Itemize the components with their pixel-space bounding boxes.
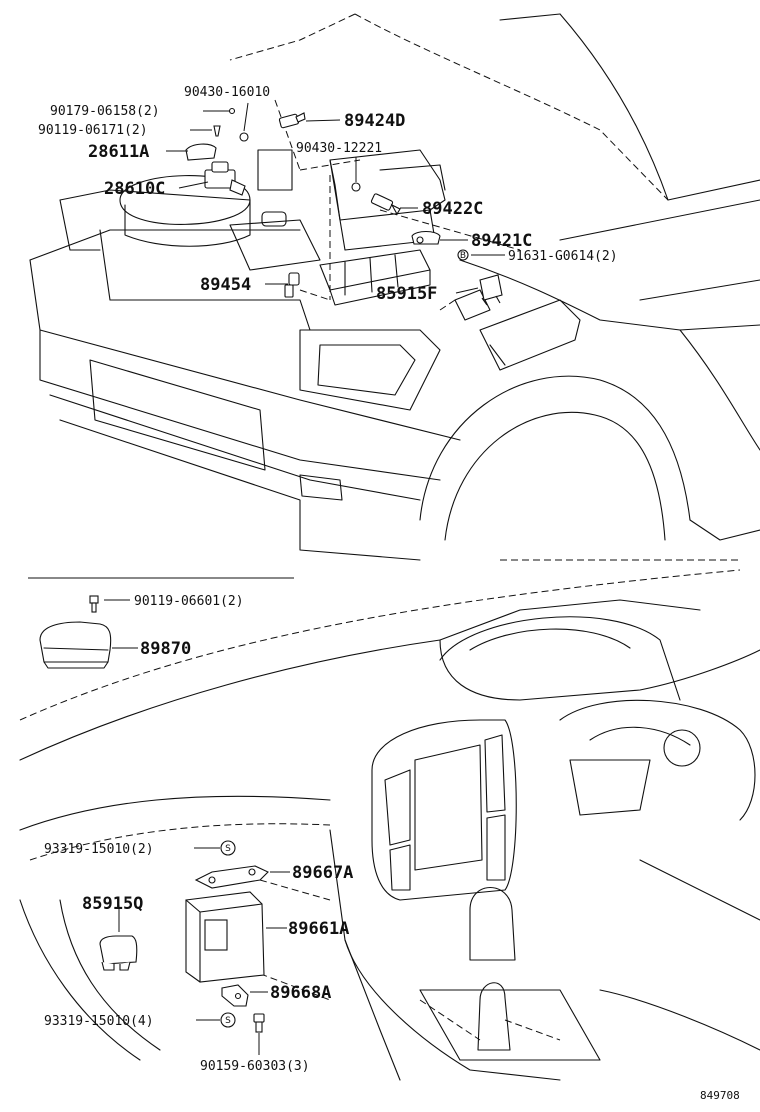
engine-bay-parts	[185, 107, 503, 306]
callout-90430-16010[interactable]: 90430-16010	[184, 85, 270, 100]
callout-89661a[interactable]: 89661A	[288, 919, 349, 939]
part-28611a-cover[interactable]	[185, 143, 217, 161]
part-93319-15010-lower-screw[interactable]	[220, 1012, 236, 1028]
callout-90179-06158[interactable]: 90179-06158(2)	[50, 104, 160, 119]
part-85915q-relay[interactable]	[99, 935, 138, 971]
callout-89454[interactable]: 89454	[200, 275, 251, 295]
callout-90119-06601[interactable]: 90119-06601(2)	[134, 594, 244, 609]
part-91631-g0614-clip[interactable]	[457, 249, 469, 261]
part-89667a-bracket[interactable]	[194, 865, 269, 889]
part-85915f-relay[interactable]	[479, 274, 503, 306]
dashboard-parts	[99, 840, 269, 1033]
callout-91631-g0614[interactable]: 91631-G0614(2)	[508, 249, 618, 264]
part-90119-06601-bolt[interactable]	[89, 595, 99, 613]
part-90430-16010-gasket[interactable]	[239, 132, 249, 142]
part-90119-06171-bolt[interactable]	[213, 125, 221, 137]
callout-90430-12221[interactable]: 90430-12221	[296, 141, 382, 156]
part-89424d-sensor[interactable]	[278, 112, 306, 129]
part-89661a-ecu[interactable]	[185, 891, 265, 983]
engine-bay-callouts: 90430-16010 90179-06158(2) 90119-06171(2…	[38, 85, 618, 304]
callout-89870[interactable]: 89870	[140, 639, 191, 659]
callout-89668a[interactable]: 89668A	[270, 983, 331, 1003]
callout-90119-06171[interactable]: 90119-06171(2)	[38, 123, 148, 138]
callout-85915f[interactable]: 85915F	[376, 284, 437, 304]
callout-28610c[interactable]: 28610C	[104, 179, 165, 199]
callout-85915q[interactable]: 85915Q	[82, 894, 143, 914]
part-89870-module[interactable]	[39, 621, 112, 669]
dashboard-callouts: 93319-15010(2) 89667A 85915Q 89661A 8966…	[44, 842, 353, 1074]
part-90159-60303-bolt[interactable]	[253, 1013, 265, 1033]
callout-89667a[interactable]: 89667A	[292, 863, 353, 883]
part-90179-06158-nut[interactable]	[228, 107, 236, 115]
dashboard-illustration	[19, 559, 760, 1081]
part-93319-15010-upper-screw[interactable]	[220, 840, 236, 856]
part-90430-12221-gasket[interactable]	[351, 182, 361, 192]
symbol-s-label-lower: S	[225, 1016, 231, 1026]
callout-93319-15010-4[interactable]: 93319-15010(4)	[44, 1014, 154, 1029]
illustration-reference-number: 849708	[700, 1089, 740, 1102]
part-89421c-sensor[interactable]	[411, 230, 441, 245]
callout-28611a[interactable]: 28611A	[88, 142, 149, 162]
callout-89424d[interactable]: 89424D	[344, 111, 405, 131]
part-89668a-bracket[interactable]	[221, 984, 249, 1007]
symbol-b-label: B	[460, 251, 466, 261]
callout-90159-60303[interactable]: 90159-60303(3)	[200, 1059, 310, 1074]
callout-89421c[interactable]: 89421C	[471, 231, 532, 251]
part-28610c-relay[interactable]	[204, 161, 246, 196]
callout-89422c[interactable]: 89422C	[422, 199, 483, 219]
dashboard-leaders	[118, 847, 290, 1055]
inset-89870-module: 90119-06601(2) 89870	[39, 594, 244, 669]
symbol-s-label-upper: S	[225, 844, 231, 854]
engine-bay-illustration	[29, 13, 760, 561]
callout-93319-15010-2[interactable]: 93319-15010(2)	[44, 842, 154, 857]
engine-bay-leaders	[166, 102, 505, 294]
part-89454-sensor[interactable]	[284, 272, 300, 298]
part-89422c-sensor[interactable]	[370, 193, 401, 216]
